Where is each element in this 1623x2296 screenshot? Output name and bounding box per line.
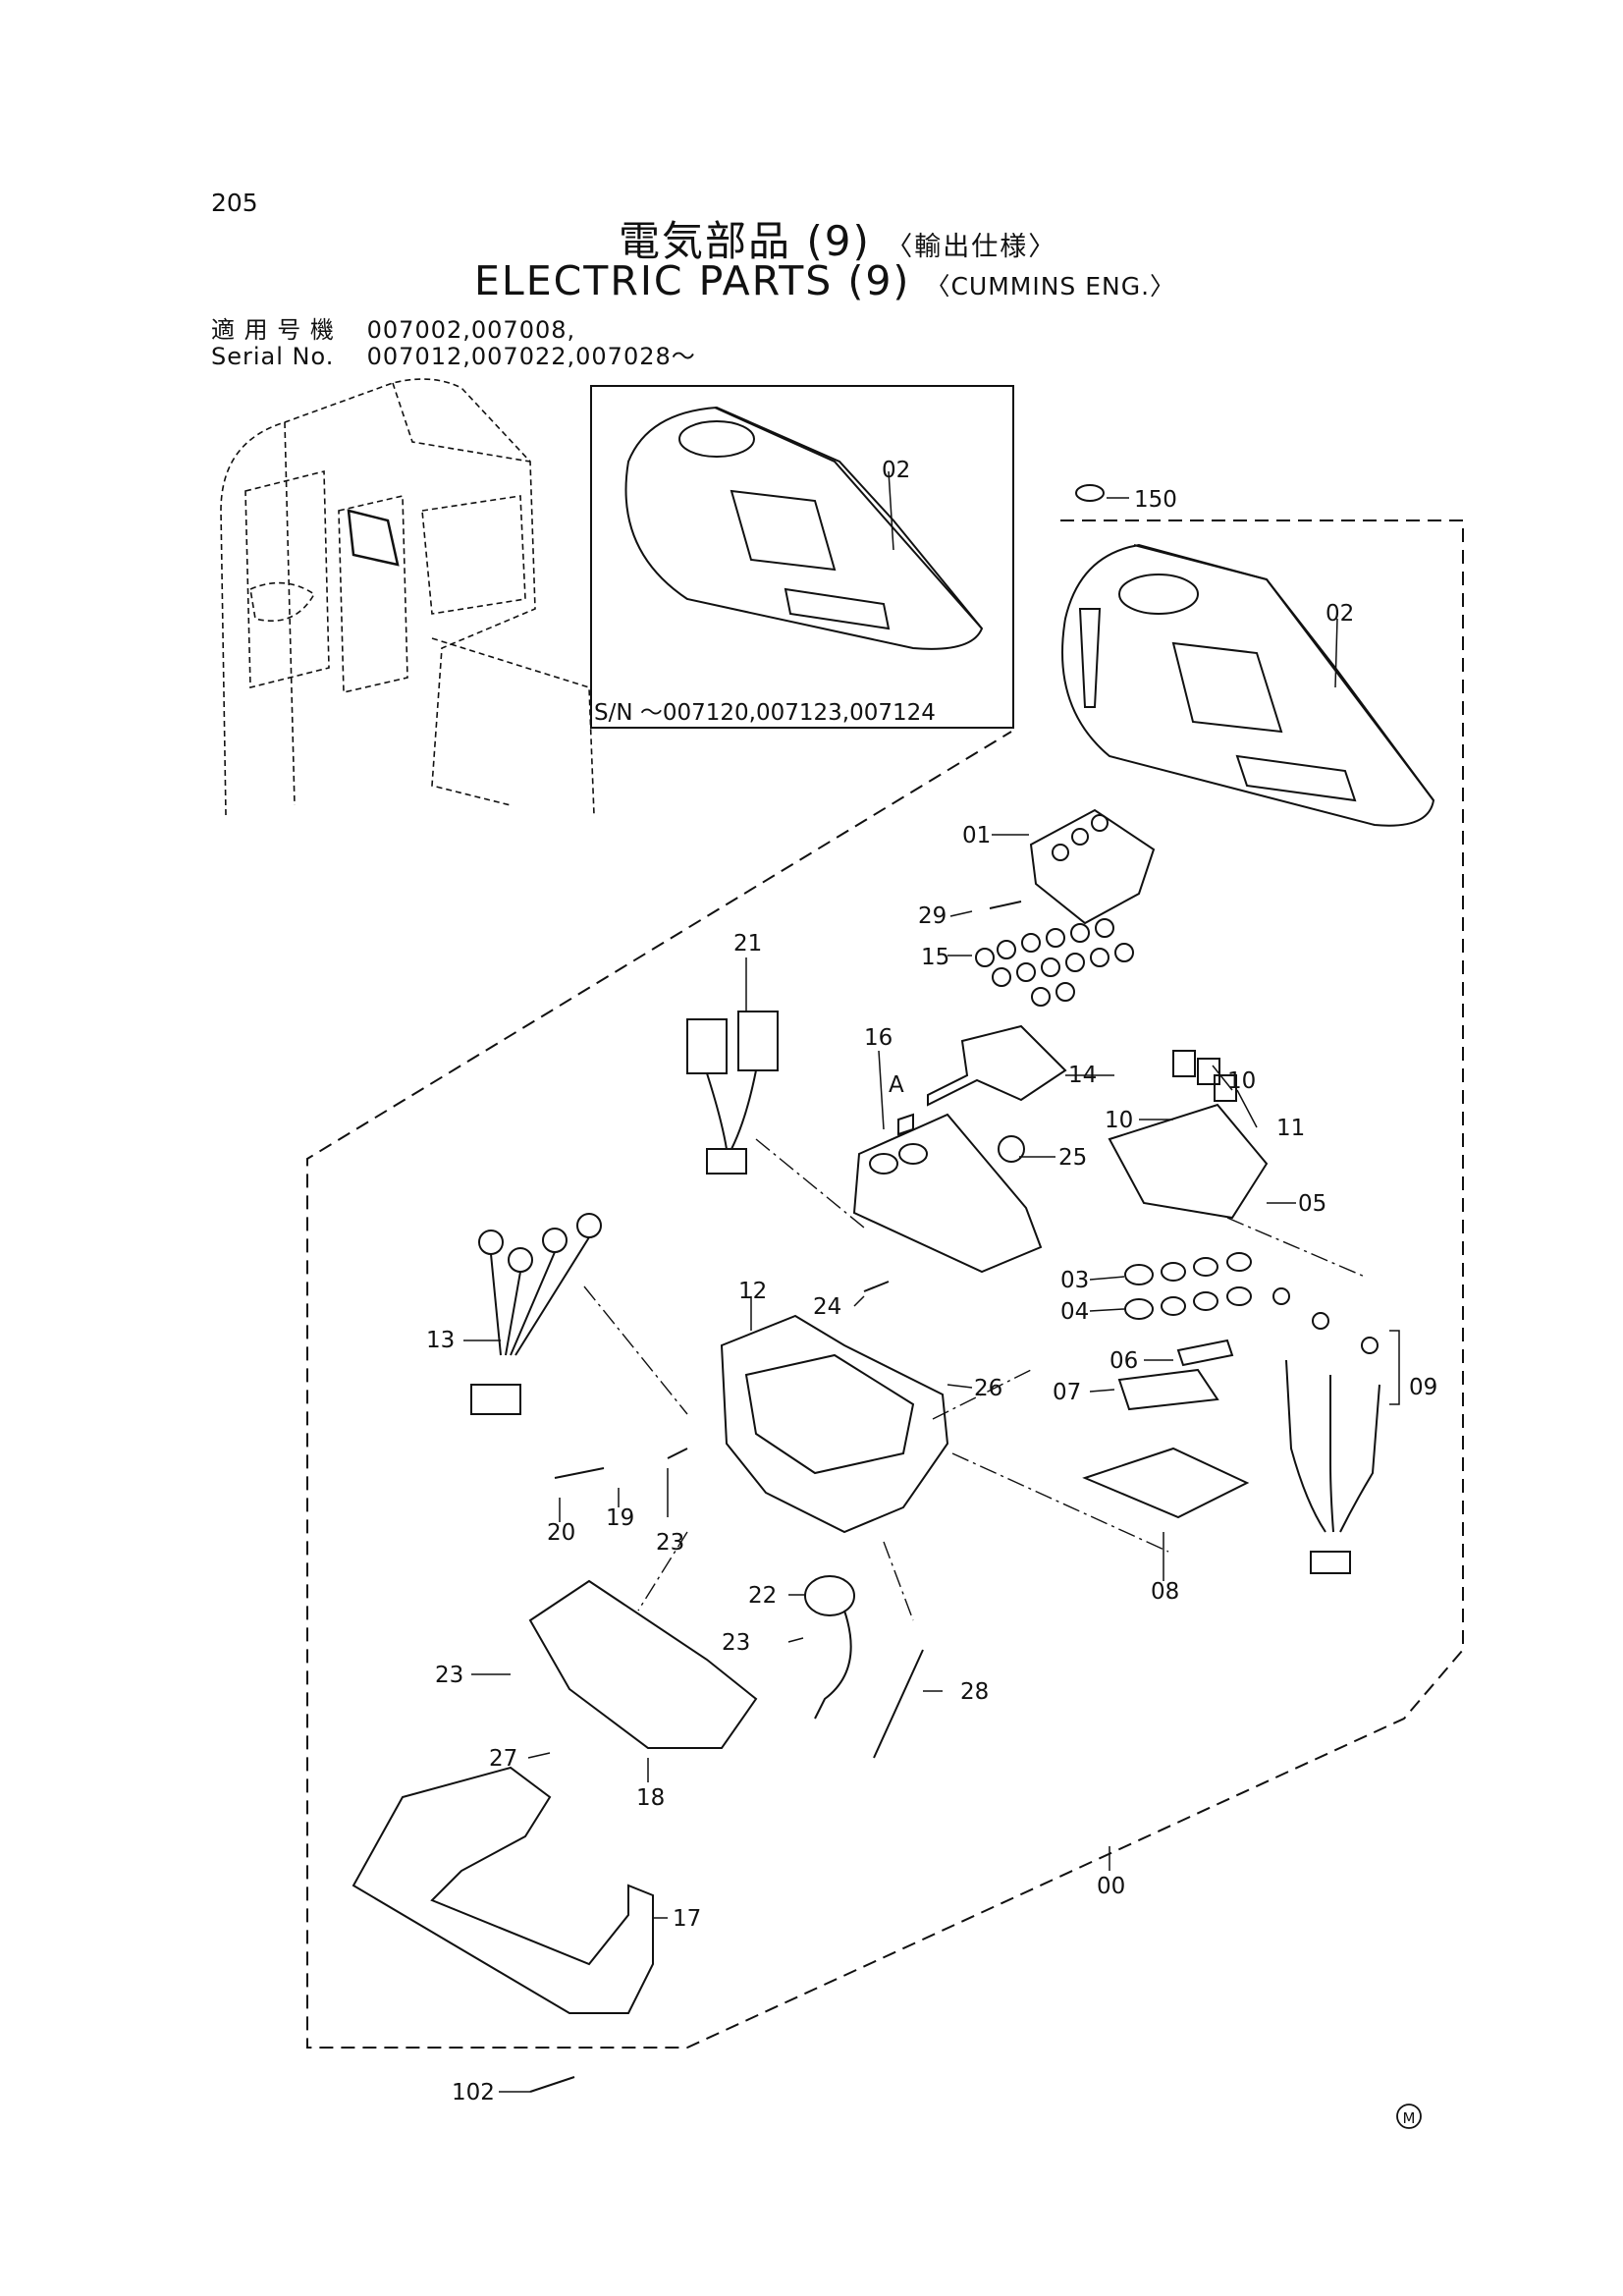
- housing-12: [720, 1314, 949, 1534]
- m-mark: M: [1396, 2104, 1422, 2129]
- screw-29: [989, 901, 1022, 909]
- callout-05: 05: [1298, 1191, 1326, 1217]
- title-jp-note: 〈輸出仕様〉: [886, 232, 1057, 262]
- callout-29: 29: [918, 903, 947, 929]
- callout-102: 102: [452, 2080, 495, 2105]
- inset-serial-note: S/N ～007120,007123,007124: [594, 700, 936, 726]
- assembly-boundary: [306, 519, 1464, 2049]
- callout-14: 14: [1068, 1063, 1097, 1088]
- callout-25: 25: [1058, 1145, 1087, 1171]
- callout-21: 21: [733, 931, 762, 957]
- control-panel-05: [1108, 1103, 1269, 1220]
- callout-16: 16: [864, 1025, 893, 1051]
- callout-27: 27: [489, 1746, 517, 1772]
- callout-26: 26: [974, 1376, 1002, 1401]
- cup-holder-150: [1075, 484, 1105, 708]
- console-cover: [1061, 543, 1435, 827]
- harness-13: [470, 1213, 602, 1415]
- bolt-102: [529, 2076, 575, 2093]
- title-en-text: ELECTRIC PARTS (9): [474, 257, 911, 304]
- callout-03: 03: [1060, 1268, 1089, 1293]
- applicable-models: 適 用 号 機 007002,007008,: [211, 310, 575, 345]
- switch-buttons: [975, 918, 1134, 1007]
- callout-02: 02: [1325, 601, 1354, 627]
- callout-23-left: 23: [435, 1663, 463, 1688]
- callout-04: 04: [1060, 1299, 1089, 1325]
- callout-labels: 150 02 02 01 29 15 21 16 A 14 10 10 11 2…: [426, 458, 1437, 2105]
- mounting-plate: [852, 1113, 1043, 1274]
- applicable-label: 適 用 号 機: [211, 316, 335, 344]
- bracket-17: [352, 1766, 654, 2014]
- callout-08: 08: [1151, 1579, 1179, 1605]
- callout-23-upper: 23: [656, 1530, 684, 1556]
- callout-07: 07: [1053, 1380, 1081, 1405]
- callout-19: 19: [606, 1505, 634, 1531]
- inset-box: [590, 385, 1014, 729]
- callout-28: 28: [960, 1679, 989, 1705]
- callout-150: 150: [1134, 487, 1177, 513]
- cable-tie-28: [873, 1649, 924, 1759]
- callout-24: 24: [813, 1294, 841, 1320]
- callout-11: 11: [1276, 1116, 1305, 1141]
- page-number: 205: [211, 189, 258, 217]
- button-25: [998, 1135, 1025, 1163]
- applicable-values: 007002,007008,: [366, 316, 576, 344]
- title-japanese: 電気部品 (9) 〈輸出仕様〉: [619, 208, 1056, 268]
- callout-10-top: 10: [1227, 1068, 1256, 1094]
- callout-22: 22: [748, 1583, 777, 1609]
- callout-12: 12: [738, 1279, 767, 1304]
- callout-01: 01: [962, 823, 991, 848]
- wiring-09: [1285, 1359, 1380, 1533]
- bracket-06: [1176, 1339, 1234, 1367]
- callout-10: 10: [1105, 1108, 1133, 1133]
- title-jp-text: 電気部品 (9): [619, 217, 871, 265]
- callout-15: 15: [921, 945, 949, 970]
- callout-17: 17: [673, 1906, 701, 1932]
- callout-18: 18: [636, 1785, 665, 1811]
- m-mark-letter: M: [1403, 2109, 1416, 2127]
- board-08: [1082, 1447, 1250, 1519]
- cover-07: [1117, 1368, 1219, 1411]
- leader-lines: [463, 470, 1400, 2093]
- screw-23a: [667, 1448, 688, 1459]
- grommets: [1124, 1252, 1379, 1354]
- callout-20: 20: [547, 1520, 575, 1546]
- inset-console: [624, 406, 984, 650]
- serial-numbers: Serial No. 007012,007022,007028～: [211, 337, 696, 371]
- inset-callout-02: 02: [882, 458, 910, 483]
- part-a: [897, 1113, 914, 1136]
- title-english: ELECTRIC PARTS (9) 〈CUMMINS ENG.〉: [474, 257, 1175, 304]
- assembly-lines: [583, 1138, 1366, 1621]
- cab-console-highlight: [347, 509, 400, 567]
- screw-20: [554, 1467, 605, 1479]
- screw-24: [863, 1281, 890, 1292]
- callout-23-mid: 23: [722, 1630, 750, 1656]
- buzzer-22: [804, 1575, 855, 1616]
- serial-values: 007012,007022,007028～: [366, 343, 696, 370]
- callout-13: 13: [426, 1328, 455, 1353]
- callout-a: A: [889, 1072, 904, 1098]
- circuit-board: [927, 1024, 1067, 1107]
- cab-sketch: [220, 378, 595, 816]
- serial-label: Serial No.: [211, 343, 335, 370]
- switch-panel: [1029, 808, 1156, 925]
- knobs: [1172, 1050, 1237, 1102]
- title-en-note: 〈CUMMINS ENG.〉: [925, 272, 1176, 301]
- callout-09: 09: [1409, 1375, 1437, 1400]
- cover-18: [528, 1579, 758, 1749]
- callout-00: 00: [1097, 1874, 1125, 1899]
- callout-06: 06: [1109, 1348, 1138, 1374]
- harness-21: [686, 1011, 779, 1175]
